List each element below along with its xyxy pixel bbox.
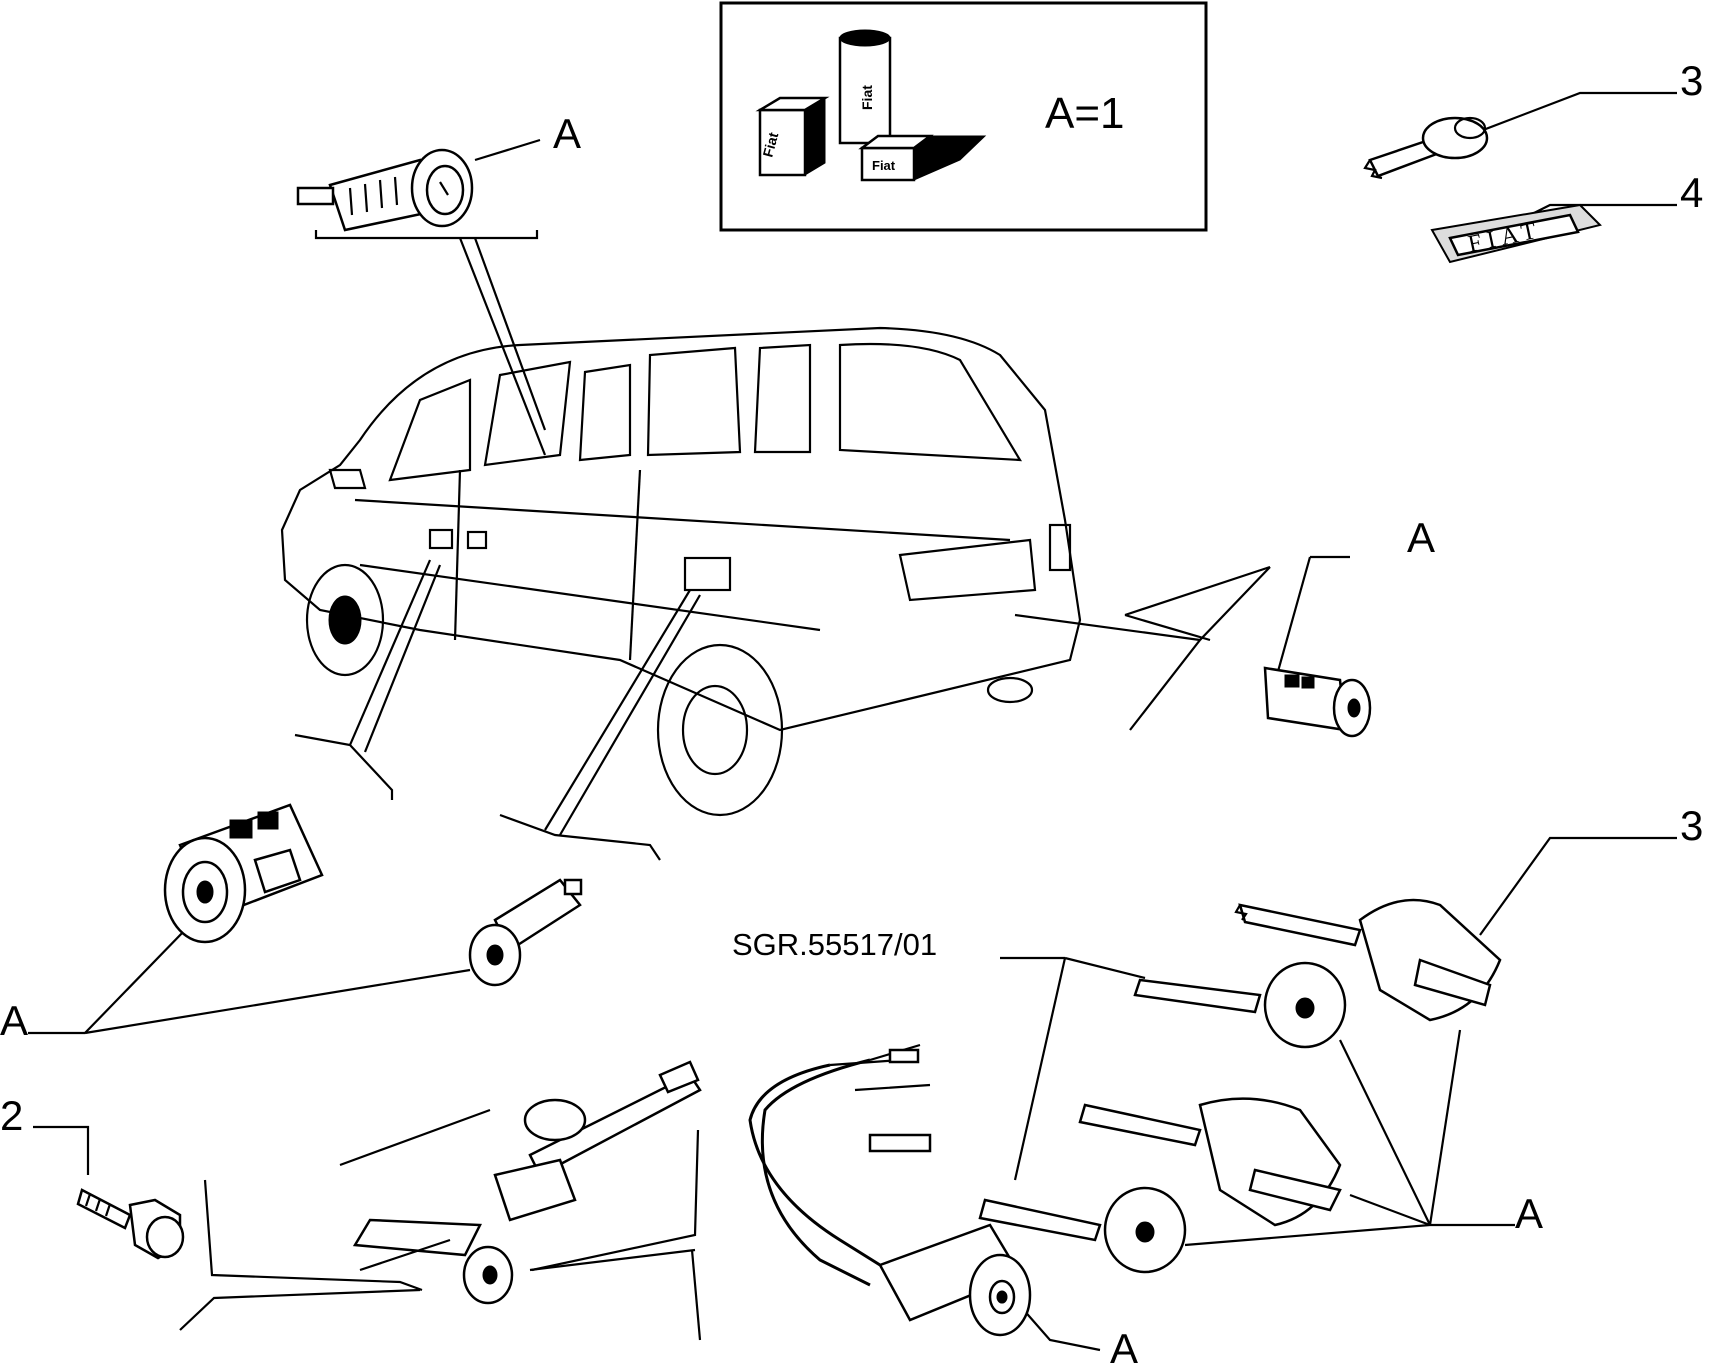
legend-formula: A=1 xyxy=(1045,89,1125,138)
door-lock-cylinder-top xyxy=(296,148,474,232)
logo-mark-2: Fiat xyxy=(859,85,875,110)
callout-screw: 2 xyxy=(0,1092,23,1139)
callout-keys-right: 3 xyxy=(1680,802,1703,849)
screw xyxy=(76,1188,185,1260)
key-blank-icon xyxy=(1363,116,1489,180)
callout-labels: A A A 3 4 2 3 A A SGR.55517/01 xyxy=(0,57,1703,1368)
legend-inset: Fiat Fiat Fiat A=1 xyxy=(719,1,1208,232)
ignition-switch xyxy=(748,1043,1032,1337)
tailgate-lock-cylinder xyxy=(1263,666,1372,738)
logo-mark-1: Fiat xyxy=(759,130,781,159)
door-lock-cylinder-left xyxy=(163,803,324,944)
leader-lines xyxy=(28,91,1677,1352)
steering-lock-assembly xyxy=(339,1060,702,1305)
callout-lock-front-door: A xyxy=(553,110,581,157)
logo-mark-3: Fiat xyxy=(872,158,896,173)
glovebox-lock xyxy=(468,878,583,987)
reference-code: SGR.55517/01 xyxy=(732,927,937,962)
fiat-logo-icon: Fiat Fiat Fiat xyxy=(755,29,987,182)
callout-key-blank: 3 xyxy=(1680,57,1703,104)
callout-badge: 4 xyxy=(1680,169,1703,216)
fiat-badge: FIAT xyxy=(1430,203,1602,264)
callout-ignition-lock: A xyxy=(1110,1325,1138,1368)
van-illustration xyxy=(280,326,1082,817)
keys-cluster xyxy=(978,898,1502,1274)
callout-locks-left: A xyxy=(0,997,28,1044)
callout-lock-tailgate: A xyxy=(1407,514,1435,561)
callout-keys-group: A xyxy=(1515,1190,1543,1237)
